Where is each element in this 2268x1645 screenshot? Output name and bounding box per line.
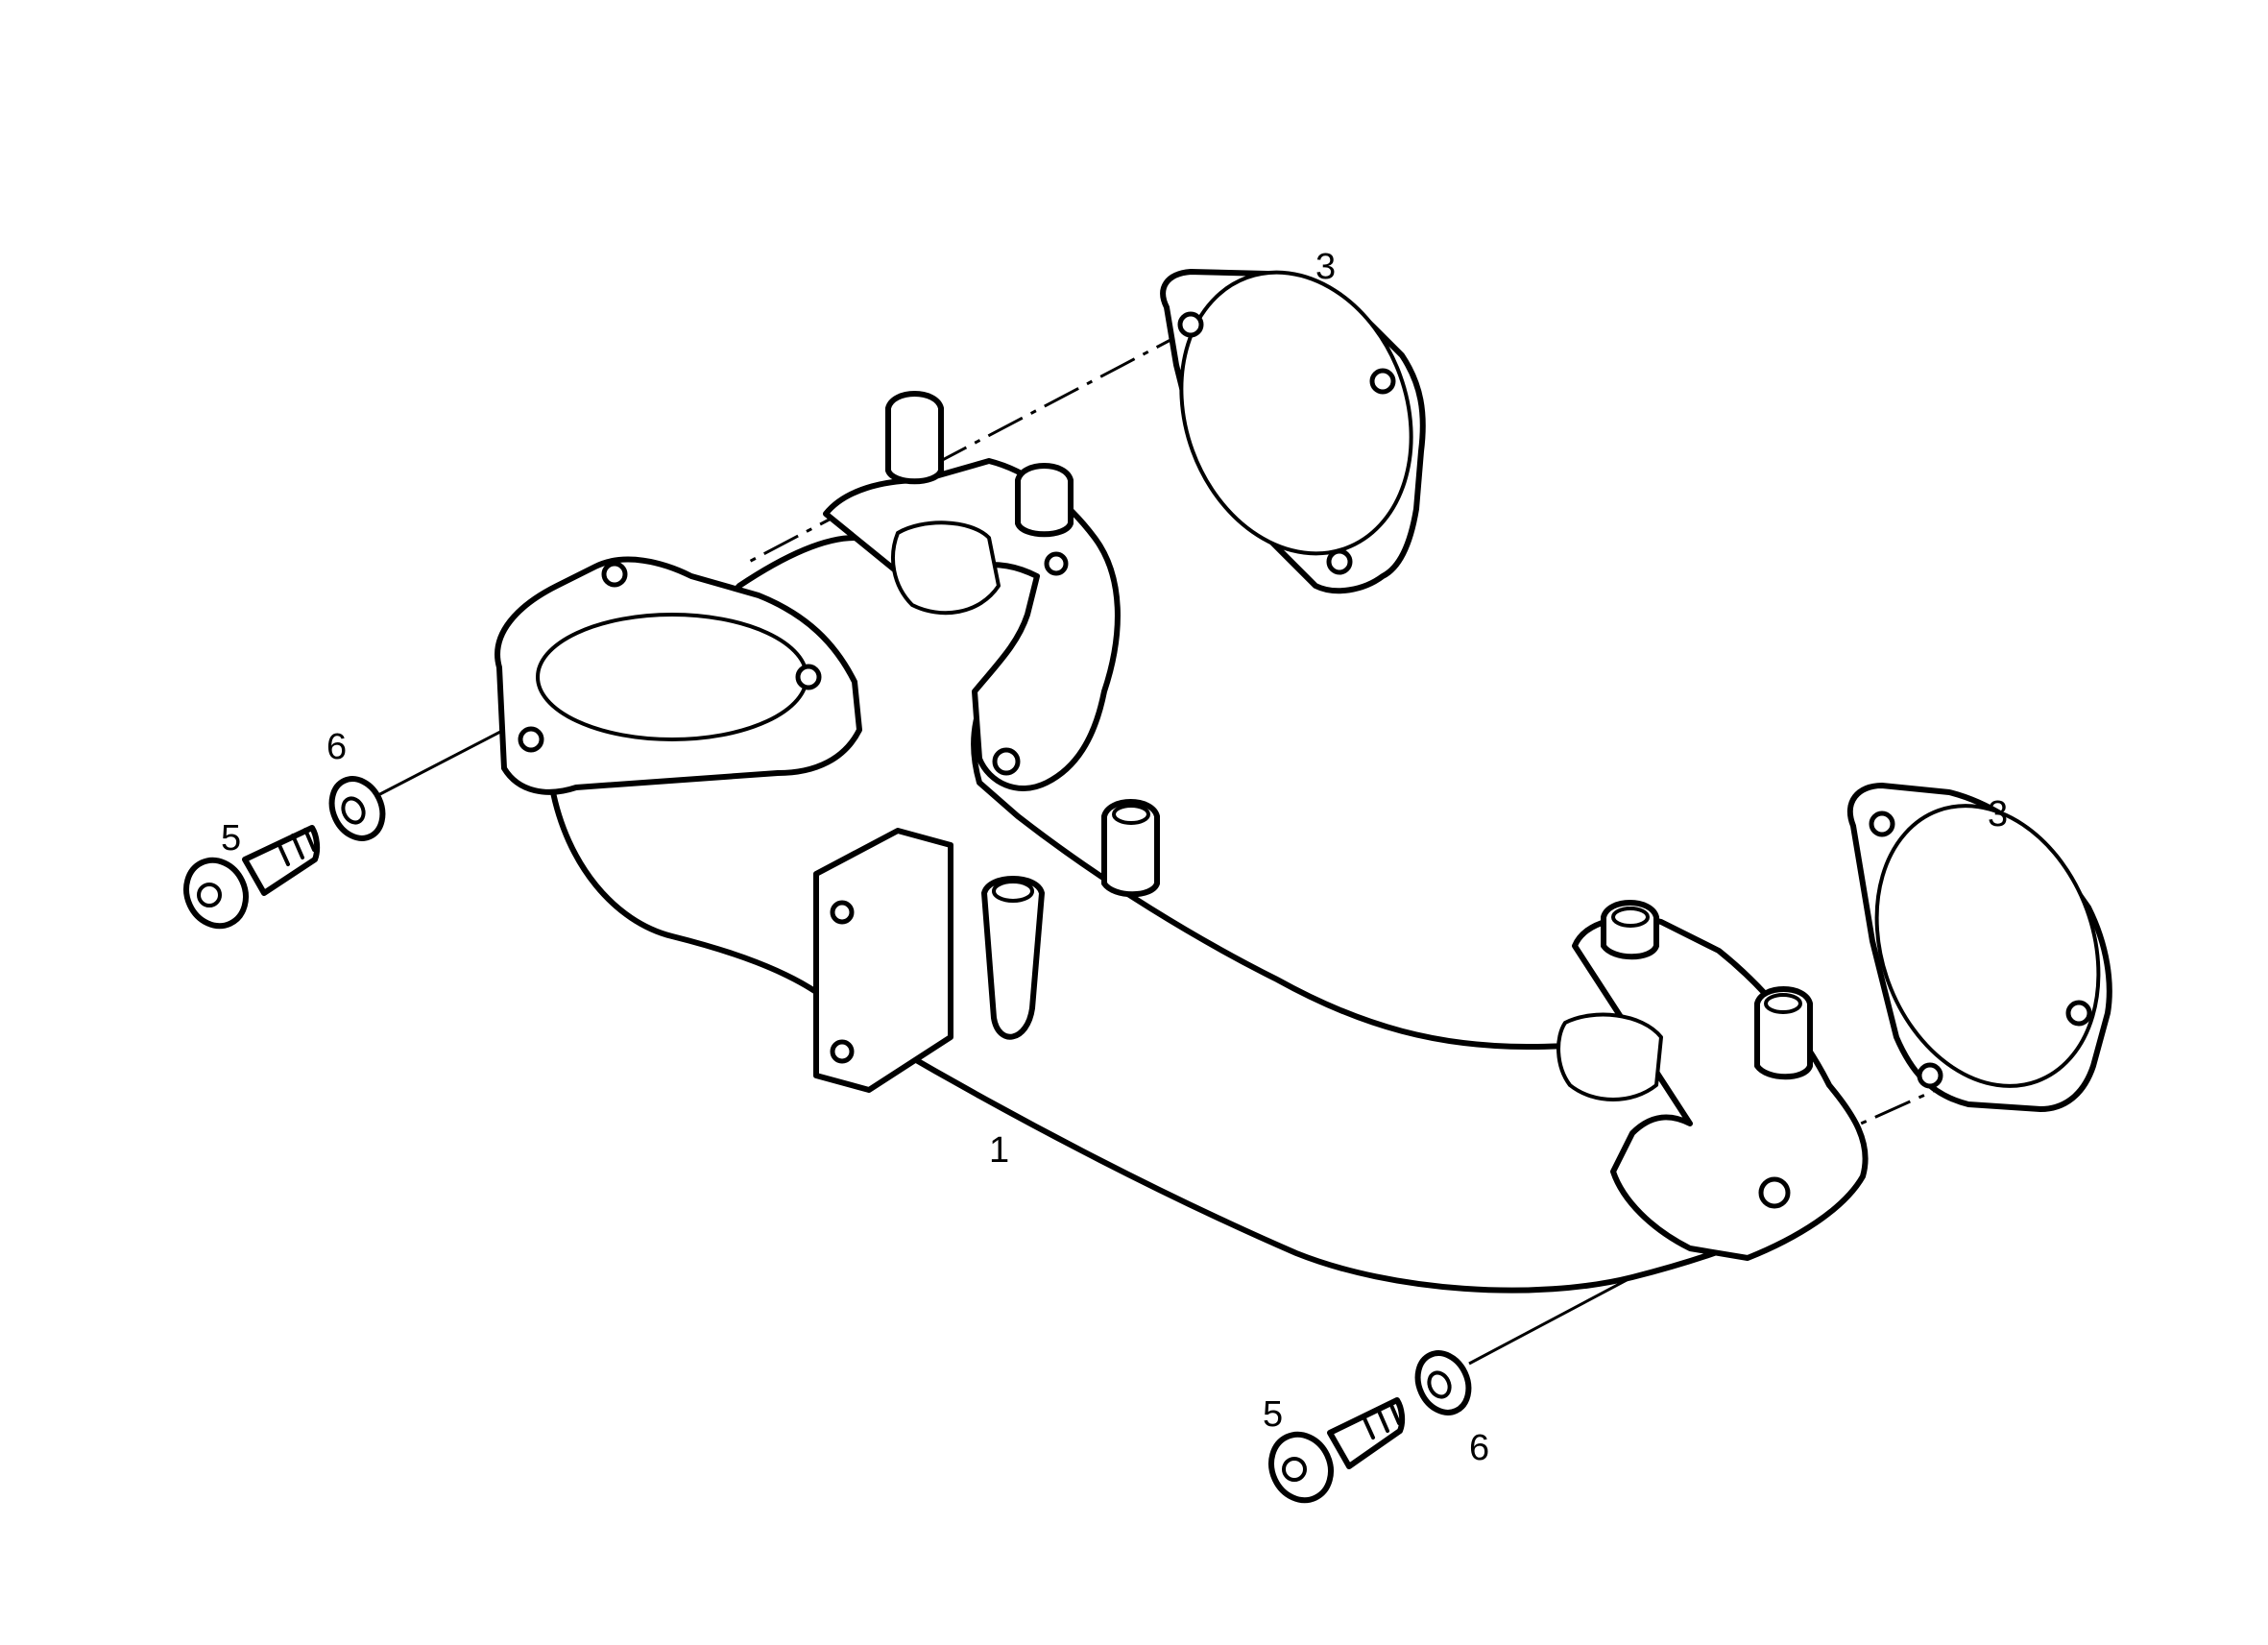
gasket-right-hole-2 (2065, 1000, 2092, 1027)
bolt-left (183, 825, 321, 930)
manifold-boss-2-bore (992, 880, 1034, 903)
bolt-bottom-shank (1327, 1397, 1406, 1469)
manifold-stud-2 (1015, 463, 1074, 538)
manifold-boss-2 (981, 876, 1045, 1040)
bolt-left-threads (277, 828, 316, 866)
manifold-boss-4-bore (1611, 907, 1650, 928)
gasket-top-bore (1179, 270, 1413, 556)
bolt-bottom-threads (1362, 1401, 1401, 1439)
callout-5-left: 5 (221, 818, 241, 859)
gasket-right (1846, 783, 2112, 1112)
washer-left-bore (341, 796, 366, 825)
manifold-stud-1 (885, 391, 944, 485)
callout-6-bottom: 6 (1469, 1428, 1489, 1468)
bolt-bottom-socket (1282, 1457, 1307, 1482)
washer-left (328, 776, 386, 841)
manifold-boss-3-bore (1764, 993, 1802, 1014)
bolt-bottom (1268, 1397, 1406, 1504)
mounting-pad-hole-2 (830, 1039, 855, 1064)
gasket-right-bore (1874, 804, 2101, 1088)
mounting-pad-hole-1 (830, 900, 855, 925)
callout-6-left: 6 (326, 727, 347, 767)
leader-line-left-fastener (374, 728, 505, 799)
washer-bottom-bore (1427, 1370, 1452, 1399)
manifold-inlet-bore (536, 613, 808, 741)
inlet-flange-hole-1 (601, 561, 628, 588)
upper-flange-hole-2 (1044, 551, 1069, 576)
axis-line-top-gasket (748, 327, 1192, 564)
gasket-top (1160, 269, 1426, 594)
manifold-boss-1 (1101, 799, 1160, 898)
exhaust-manifold (495, 391, 1869, 1294)
right-outlet-saddle (1556, 1012, 1663, 1101)
gasket-right-hole-3 (1917, 1062, 1943, 1089)
upper-flange-saddle (891, 520, 1001, 616)
inlet-flange-hole-3 (518, 726, 544, 753)
gasket-right-hole-1 (1869, 810, 1895, 837)
inlet-flange-hole-2 (795, 664, 822, 690)
gasket-top-hole-2 (1369, 368, 1396, 395)
gasket-top-hole-1 (1177, 311, 1204, 338)
manifold-mounting-pad (813, 828, 953, 1093)
right-outlet-hole (1758, 1176, 1791, 1209)
callout-labels: 1 3 3 5 6 5 6 (221, 247, 2008, 1468)
upper-flange-hole (992, 747, 1021, 776)
callout-5-bottom: 5 (1263, 1394, 1283, 1435)
callout-3-right: 3 (1988, 794, 2008, 835)
bolt-left-socket (197, 883, 222, 907)
manifold-boss-1-bore (1112, 804, 1150, 825)
gasket-top-hole-3 (1326, 548, 1353, 575)
bolt-left-shank (242, 825, 321, 896)
callout-3-top: 3 (1315, 247, 1336, 287)
callout-1: 1 (989, 1130, 1009, 1171)
manifold-right-outlet (1572, 915, 1869, 1261)
washer-bottom (1414, 1350, 1472, 1415)
